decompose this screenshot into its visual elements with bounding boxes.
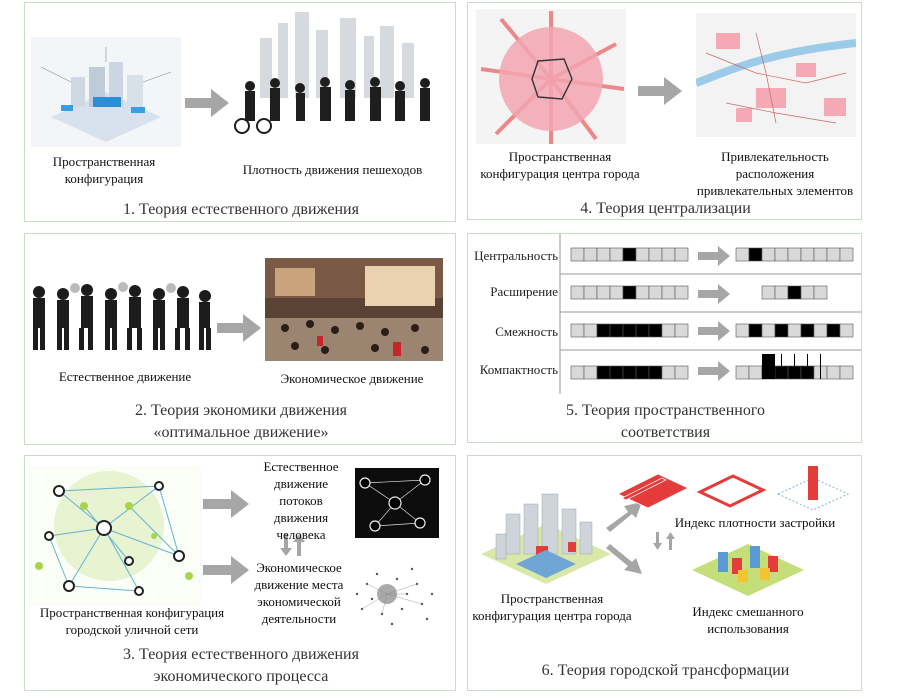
attractive-elements-map [696, 13, 856, 137]
street-network-configuration-label: Пространственная конфигурация городской … [39, 605, 225, 637]
street-network-graph [29, 466, 201, 606]
panel-movement-economy: Естественное движение Экономическое движ… [24, 233, 456, 445]
panel-caption: 4. Теория централизации [580, 200, 751, 217]
row-label-centrality: Центральность [474, 248, 558, 263]
spatial-configuration-label: Пространственная конфигурация [52, 154, 156, 186]
arrow-right-icon [698, 361, 730, 381]
panel-caption-line2: соответствия [620, 424, 711, 441]
attractive-elements-label: Привлекательность расположения привлекат… [696, 149, 854, 198]
arrow-down-right-icon [606, 544, 642, 574]
bidirectional-arrows-icon [280, 534, 305, 556]
economic-movement-label: Экономическое движение [280, 371, 424, 386]
panel-economic-process: Естественное движение потоков движения ч… [24, 455, 456, 691]
panel-caption: 6. Теория городской трансформации [541, 662, 790, 679]
bidirectional-arrows-icon [653, 532, 675, 550]
panel-spatial-correspondence: Центральность Расширение Смежность Компа… [467, 233, 862, 443]
mixed-use-index-label: Индекс смешанного использования [692, 604, 804, 636]
mixed-use-model [692, 544, 804, 596]
natural-movement-flows-label: Естественное движение потоков движения ч… [263, 459, 339, 542]
building-density-models [618, 466, 850, 511]
human-flow-network-image [355, 468, 439, 538]
pedestrian-density-label: Плотность движения пешеходов [242, 162, 423, 177]
natural-movement-label: Естественное движение [58, 369, 192, 384]
arrow-right-icon [638, 77, 682, 105]
arrow-right-icon [217, 314, 261, 342]
panel-caption-line2: «оптимальное движение» [153, 424, 329, 441]
row-label-expansion: Расширение [490, 284, 558, 299]
arrow-right-icon [203, 490, 249, 518]
spatial-configuration-diagram [31, 37, 181, 147]
building-density-index-label: Индекс плотности застройки [674, 515, 836, 530]
panel-caption-line2: экономического процесса [153, 668, 329, 685]
arrow-right-icon [698, 246, 730, 266]
panel-urban-transformation: Индекс плотности застройки Индекс смешан… [467, 455, 862, 691]
row-label-compactness: Компактность [479, 362, 558, 377]
arrow-right-icon [185, 89, 229, 117]
panel-caption-line1: 5. Теория пространственного [565, 402, 766, 419]
arrow-right-icon [698, 321, 730, 341]
panel-centralization: Пространственная конфигурация центра гор… [467, 2, 862, 220]
economic-movement-places-label: Экономическое движение места экономическ… [254, 560, 344, 626]
city-centre-configuration-label: Пространственная конфигурация центра гор… [480, 149, 640, 181]
row-label-adjacency: Смежность [495, 324, 558, 339]
panel-natural-movement: Пространственная конфигурация Плотность … [24, 2, 456, 222]
panel-caption: 1. Теория естественного движения [123, 201, 359, 218]
spatial-correspondence-diagram [559, 234, 861, 394]
economic-activity-network-image [355, 567, 434, 626]
panel-caption-line1: 2. Теория экономики движения [135, 402, 347, 419]
panel-caption-line1: 3. Теория естественного движения [123, 646, 359, 663]
arrow-right-icon [698, 284, 730, 304]
arrow-right-icon [203, 556, 249, 584]
city-centre-configuration-map [476, 9, 626, 144]
natural-movement-crowd-image [33, 282, 211, 350]
arrow-up-right-icon [606, 502, 642, 532]
pedestrian-crowd-image [234, 12, 430, 134]
city-centre-configuration-label: Пространственная конфигурация центра гор… [472, 591, 632, 623]
city-centre-3d-model [481, 493, 611, 584]
economic-movement-photo [265, 258, 443, 361]
